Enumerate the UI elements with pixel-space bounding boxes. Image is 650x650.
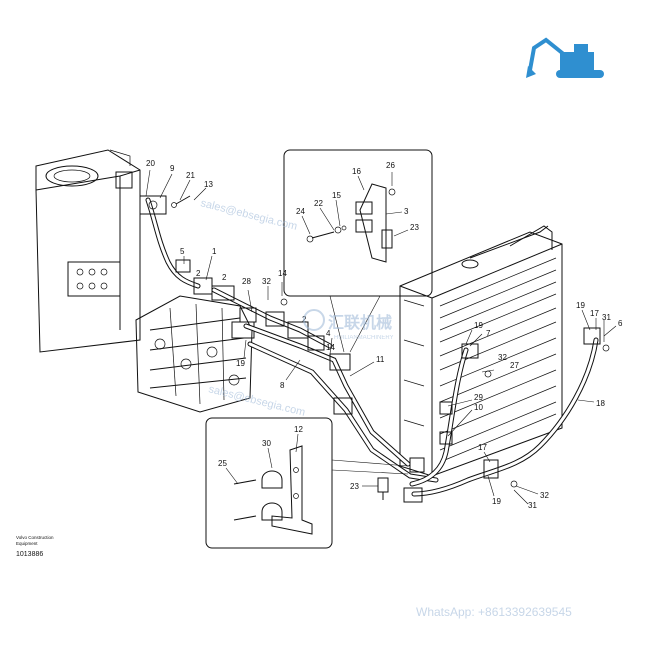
part-label-19a: 19	[236, 359, 245, 368]
part-label-31a: 31	[602, 313, 611, 322]
part-label-5: 5	[180, 247, 185, 256]
drawing-number: 1013886	[16, 551, 43, 558]
part-label-9: 9	[170, 164, 175, 173]
part-label-8: 8	[280, 381, 285, 390]
part-label-15: 15	[332, 191, 341, 200]
part-label-29: 29	[474, 393, 483, 402]
part-label-25: 25	[218, 459, 227, 468]
part-label-7: 7	[486, 329, 491, 338]
part-label-31b: 31	[528, 501, 537, 510]
fittings-and-clamps	[139, 195, 610, 503]
part-label-6: 6	[618, 319, 623, 328]
part-label-10: 10	[474, 403, 483, 412]
hoses-and-pipes	[145, 197, 599, 497]
watermark-site-2: sales@ebsegia.com	[207, 383, 306, 419]
control-valve	[135, 295, 255, 413]
part-label-14a: 14	[278, 269, 287, 278]
part-label-32c: 32	[540, 491, 549, 500]
part-label-28: 28	[242, 277, 251, 286]
part-label-26: 26	[386, 161, 395, 170]
part-label-16: 16	[352, 167, 361, 176]
part-labels: 20 9 21 13 5 1 2 2 28 32 14 4 19 8 11 14…	[146, 159, 623, 510]
part-label-14b: 14	[326, 343, 335, 352]
callout-leaders	[145, 169, 617, 505]
drawing-footer: Volvo Construction Equipment 1013886	[16, 535, 54, 558]
part-label-4: 4	[326, 329, 331, 338]
part-label-12: 12	[294, 425, 303, 434]
part-label-13: 13	[204, 180, 213, 189]
part-label-19d: 19	[492, 497, 501, 506]
part-label-11: 11	[376, 355, 385, 364]
oil-cooler	[399, 225, 563, 477]
watermark-whatsapp: WhatsApp: +8613392639545	[416, 605, 572, 619]
part-label-17a: 17	[590, 309, 599, 318]
hydraulic-tank	[35, 149, 141, 353]
excavator-logo-icon	[526, 37, 604, 78]
watermark-brand-icon	[303, 309, 325, 331]
part-label-32a: 32	[262, 277, 271, 286]
detail-inset-top	[283, 149, 433, 353]
part-label-24: 24	[296, 207, 305, 216]
part-label-23a: 23	[350, 482, 359, 491]
part-label-23b: 23	[410, 223, 419, 232]
part-label-32b: 32	[498, 353, 507, 362]
part-label-21: 21	[186, 171, 195, 180]
detail-inset-bottom	[205, 417, 409, 549]
part-label-2a: 2	[196, 269, 201, 278]
part-label-22: 22	[314, 199, 323, 208]
part-label-17b: 17	[478, 443, 487, 452]
part-label-18: 18	[596, 399, 605, 408]
part-label-19b: 19	[474, 321, 483, 330]
footer-company-line2: Equipment	[16, 541, 38, 546]
footer-company-line1: Volvo Construction	[16, 535, 54, 540]
watermark-brand-cn: 汇联机械	[328, 313, 392, 332]
part-label-2b: 2	[222, 273, 227, 282]
watermark-brand-en: HUILIANMACHINERY	[334, 335, 394, 341]
part-label-20: 20	[146, 159, 155, 168]
part-label-1: 1	[212, 247, 217, 256]
part-label-30: 30	[262, 439, 271, 448]
part-label-27: 27	[510, 361, 519, 370]
part-label-3: 3	[404, 207, 409, 216]
part-label-19c: 19	[576, 301, 585, 310]
